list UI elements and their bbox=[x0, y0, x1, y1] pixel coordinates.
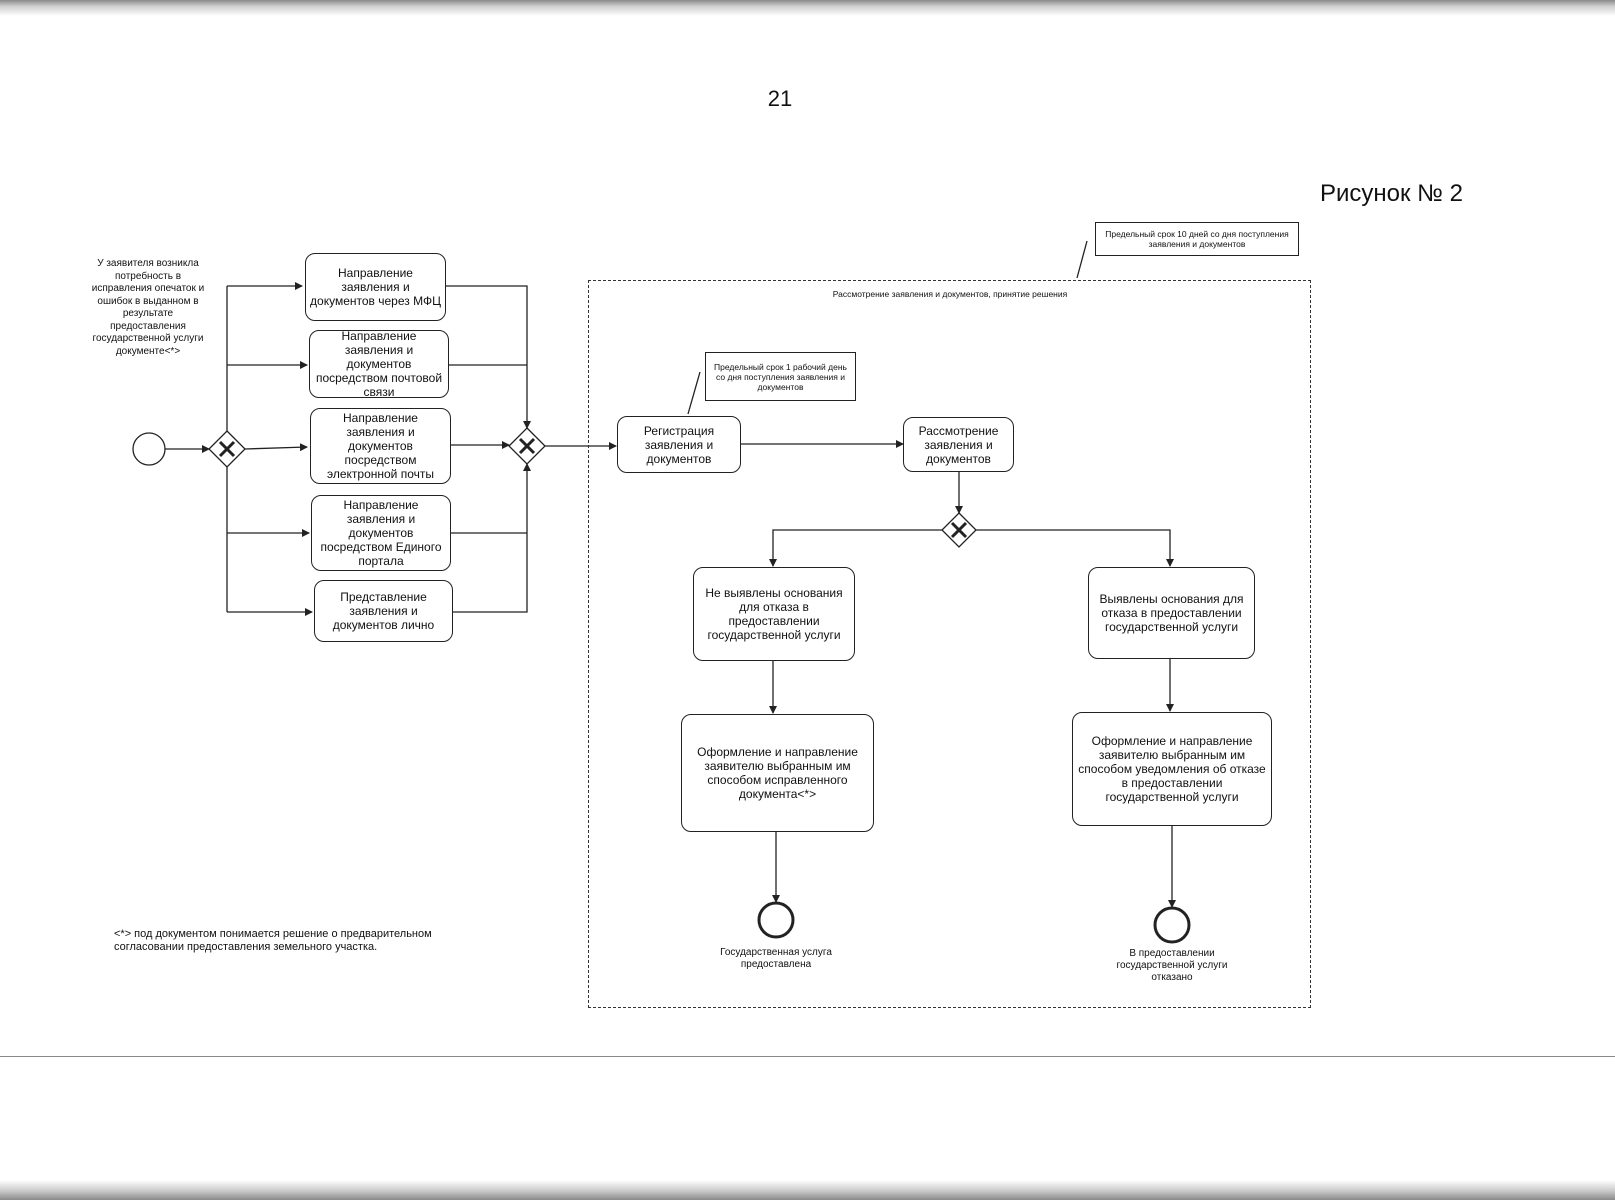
footnote: <*> под документом понимается решение о … bbox=[114, 928, 432, 953]
pool-label: Рассмотрение заявления и документов, при… bbox=[832, 289, 1068, 299]
review-pool bbox=[588, 280, 1311, 1008]
end-event-provided bbox=[757, 901, 795, 939]
end-refused-label: В предоставлении государственной услуги … bbox=[1116, 948, 1228, 983]
split-gateway bbox=[208, 430, 246, 468]
scan-edge-bottom bbox=[0, 1180, 1615, 1200]
figure-title: Рисунок № 2 bbox=[1320, 180, 1463, 207]
channel-portal: Направление заявления и документов посре… bbox=[311, 495, 451, 571]
grounds-found-task: Выявлены основания для отказа в предоста… bbox=[1088, 567, 1255, 659]
page-number: 21 bbox=[767, 86, 793, 111]
review-task: Рассмотрение заявления и документов bbox=[903, 417, 1014, 472]
registration-task: Регистрация заявления и документов bbox=[617, 416, 741, 473]
start-event bbox=[132, 432, 166, 466]
merge-gateway bbox=[508, 427, 546, 465]
no-grounds-task: Не выявлены основания для отказа в предо… bbox=[693, 567, 855, 661]
scan-edge-top bbox=[0, 0, 1615, 16]
decision-gateway bbox=[941, 512, 977, 548]
end-provided-label: Государственная услуга предоставлена bbox=[720, 947, 832, 970]
channel-mfc: Направление заявления и документов через… bbox=[305, 253, 446, 321]
channel-in-person: Представление заявления и документов лич… bbox=[314, 580, 453, 642]
end-event-refused bbox=[1153, 906, 1191, 944]
issue-document-task: Оформление и направление заявителю выбра… bbox=[681, 714, 874, 832]
deadline-1-day-note: Предельный срок 1 рабочий день со дня по… bbox=[705, 352, 856, 401]
channel-post: Направление заявления и документов посре… bbox=[309, 330, 449, 398]
page-divider bbox=[0, 1056, 1615, 1057]
issue-refusal-task: Оформление и направление заявителю выбра… bbox=[1072, 712, 1272, 826]
channel-email: Направление заявления и документов посре… bbox=[310, 408, 451, 484]
start-event-label: У заявителя возникла потребность в испра… bbox=[91, 258, 205, 357]
deadline-10-days-note: Предельный срок 10 дней со дня поступлен… bbox=[1095, 222, 1299, 256]
